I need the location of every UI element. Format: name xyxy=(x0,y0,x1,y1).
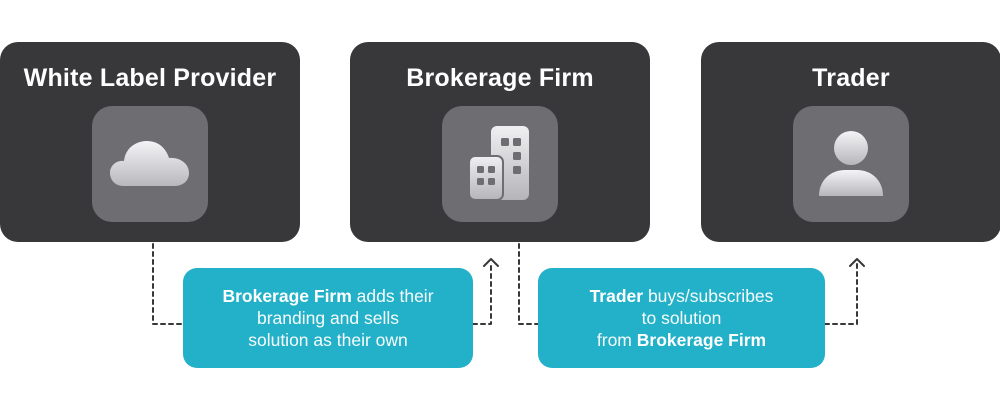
callout-text: from xyxy=(596,330,637,350)
node-brokerage-firm: Brokerage Firm xyxy=(350,42,650,242)
node-title: Brokerage Firm xyxy=(406,64,594,92)
callout-trader-subscribes: Trader buys/subscribes to solution from … xyxy=(538,268,825,368)
callout-brokerage-branding: Brokerage Firm adds their branding and s… xyxy=(183,268,473,368)
arrowhead-up xyxy=(849,258,865,267)
user-icon xyxy=(819,131,883,196)
callout-line: to solution xyxy=(641,308,722,328)
arrowhead-up xyxy=(483,258,499,267)
cloud-icon xyxy=(110,141,189,186)
callout-emphasis: Brokerage Firm xyxy=(636,330,767,350)
callout-emphasis: Trader xyxy=(589,286,644,306)
connector-callout-to-trader xyxy=(824,261,858,325)
node-white-label-provider: White Label Provider xyxy=(0,42,300,242)
buildings-icon xyxy=(468,126,529,201)
connector-brokerage-to-callout xyxy=(518,243,539,325)
icon-tile xyxy=(442,106,558,222)
node-title: White Label Provider xyxy=(23,64,277,92)
callout-text: buys/subscribes xyxy=(643,286,774,306)
callout-line: from Brokerage Firm xyxy=(597,329,766,351)
node-trader: Trader xyxy=(701,42,1000,242)
callout-line: solution as their own xyxy=(248,330,408,350)
connector-callout-to-brokerage xyxy=(472,261,492,325)
callout-line: Trader buys/subscribes xyxy=(590,285,774,307)
icon-tile xyxy=(92,106,208,222)
callout-line: Brokerage Firm adds their xyxy=(222,285,433,307)
connector-provider-to-callout xyxy=(152,243,184,325)
callout-line: branding and sells xyxy=(256,308,400,328)
node-title: Trader xyxy=(812,64,890,92)
callout-text: adds their xyxy=(351,286,434,306)
callout-emphasis: Brokerage Firm xyxy=(222,286,352,306)
icon-tile xyxy=(793,106,909,222)
